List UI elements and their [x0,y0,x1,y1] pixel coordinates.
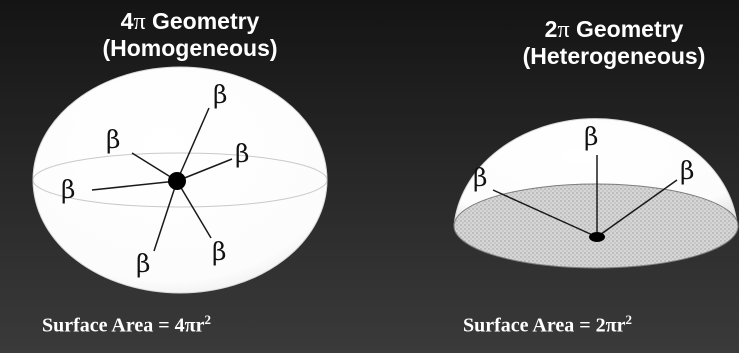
track-down-left [153,180,178,252]
beta-label-right-up: β [680,156,694,185]
track-right-up [596,179,678,238]
hemisphere-base [453,183,739,269]
beta-label-left-up: β [473,163,487,192]
track-down-right [176,180,212,239]
left-title-prefix: 4 [120,8,134,34]
sphere-equator [32,152,328,208]
right-title-pi: π [557,17,570,43]
right-title-line-2: (Heterogeneous) [522,43,706,69]
track-left-up [492,189,598,238]
left-title-pi: π [133,9,146,35]
track-left [91,180,178,191]
beta-label-upper-left: β [106,125,120,154]
left-source-dot [168,172,186,190]
left-title: 4π Geometry (Homogeneous) [66,8,314,61]
left-title-rest: Geometry [145,8,260,34]
beta-label-left: β [61,175,75,204]
left-title-line-1: 4π Geometry [66,8,314,35]
track-up-right [176,107,210,182]
beta-label-top: β [213,80,227,109]
beta-label-lower-right: β [212,237,226,266]
left-surface-area-text: Surface Area = 4πr [42,314,205,337]
right-surface-area-exponent: 2 [625,312,633,327]
beta-label-lower-left: β [136,249,150,278]
right-title-prefix: 2 [544,16,558,42]
full-sphere: β β β β β β [32,66,328,294]
right-title: 2π Geometry (Heterogeneous) [494,16,734,69]
right-particle-tracks [492,155,678,238]
track-right [176,158,233,182]
right-source-dot [589,232,605,242]
left-surface-area-exponent: 2 [204,312,212,327]
beta-label-right: β [235,139,249,168]
right-surface-area: Surface Area = 2πr2 [463,312,632,338]
left-surface-area: Surface Area = 4πr2 [42,312,211,338]
right-title-line-1: 2π Geometry [494,16,734,43]
hemisphere: β β β [453,118,739,269]
left-title-line-2: (Homogeneous) [102,35,278,61]
beta-label-vertical: β [584,122,598,151]
right-surface-area-text: Surface Area = 2πr [463,314,626,337]
right-title-rest: Geometry [569,16,684,42]
